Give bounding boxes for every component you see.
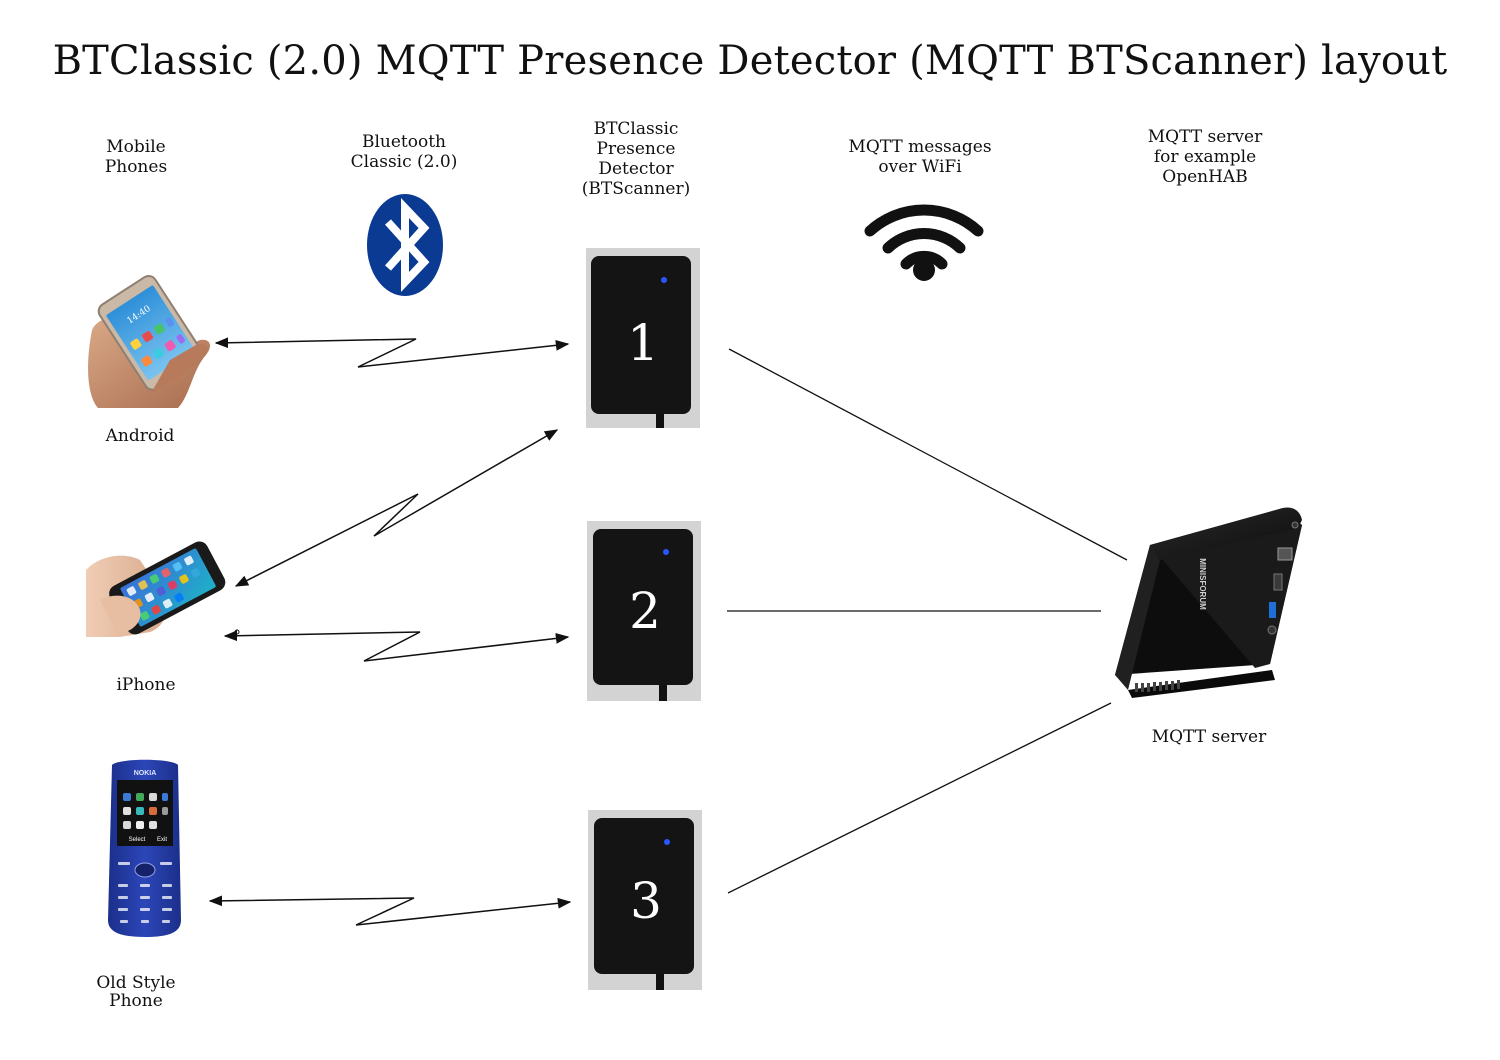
- detector-1-number: 1: [627, 314, 659, 372]
- detector-2: 2: [587, 521, 701, 701]
- wifi-icon: [864, 204, 984, 270]
- detector-1: 1: [586, 248, 700, 428]
- nokia-phone-image: NOKIA Select Exit: [108, 759, 181, 937]
- android-label: Android: [105, 426, 175, 446]
- bluetooth-header: Bluetooth Classic (2.0): [350, 132, 458, 172]
- mqtt-wifi-header: MQTT messages over WiFi: [848, 137, 992, 177]
- server-brand: MINISFORUM: [1198, 558, 1207, 610]
- iphone-image: [86, 541, 226, 637]
- mqtt-line-3: [727, 702, 1112, 894]
- mqtt-server-image: MINISFORUM: [1115, 507, 1302, 698]
- detector-2-number: 2: [629, 582, 661, 640]
- iphone-label: iPhone: [116, 675, 176, 695]
- old-phone-label: Old Style Phone: [96, 973, 176, 1011]
- mobile-phones-header: Mobile Phones: [104, 137, 168, 177]
- android-phone-image: 14:40: [88, 274, 211, 408]
- nokia-softkey-right: Exit: [157, 837, 167, 843]
- page-title: BTClassic (2.0) MQTT Presence Detector (…: [52, 38, 1448, 84]
- wifi-dot: [913, 259, 935, 281]
- small-dot: [234, 629, 240, 635]
- bt-link-oldphone-3: [208, 895, 572, 926]
- detector-3-number: 3: [630, 872, 662, 930]
- bt-link-iphone-2: [223, 630, 570, 662]
- detector-3: 3: [588, 810, 702, 990]
- nokia-brand: NOKIA: [134, 770, 157, 777]
- nokia-softkey-left: Select: [129, 837, 146, 843]
- bt-link-iphone-1: [234, 429, 559, 587]
- detector-header: BTClassic Presence Detector (BTScanner): [581, 119, 691, 199]
- mqtt-line-1: [728, 348, 1128, 561]
- server-header: MQTT server for example OpenHAB: [1147, 127, 1263, 187]
- bt-link-android-1: [214, 337, 570, 368]
- mqtt-server-label: MQTT server: [1151, 727, 1267, 747]
- bluetooth-icon: [367, 194, 443, 296]
